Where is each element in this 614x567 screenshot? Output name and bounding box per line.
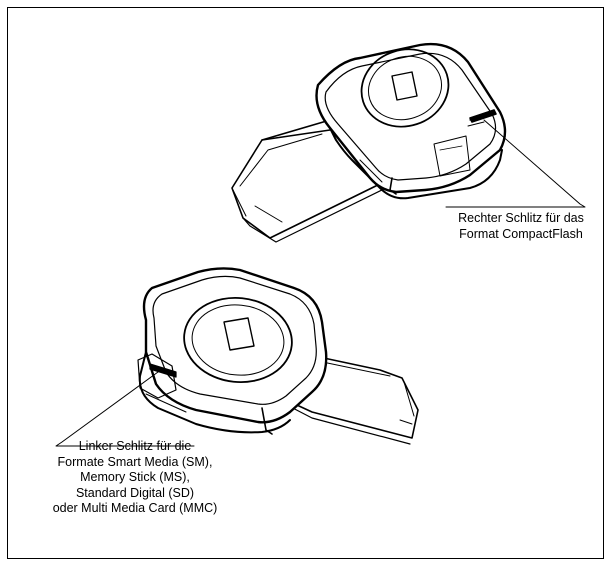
right-slot-callout: Rechter Schlitz für das Format CompactFl… xyxy=(440,211,602,242)
left-slot-callout-line-5: oder Multi Media Card (MMC) xyxy=(52,501,218,515)
printer-bottom xyxy=(55,267,419,447)
cf-slot xyxy=(469,109,497,123)
printer-bottom-body xyxy=(137,267,328,435)
right-slot-leader-line xyxy=(445,119,586,208)
left-slot-leader-line xyxy=(55,371,195,447)
right-slot-callout-line-2: Format CompactFlash xyxy=(459,226,583,241)
left-slot-callout-line-2: Formate Smart Media (SM), xyxy=(57,454,213,469)
left-slot-callout-line-1: Linker Schlitz für die xyxy=(78,439,192,453)
left-slot-callout: Linker Schlitz für die Formate Smart Med… xyxy=(20,439,250,517)
sm-ms-sd-mmc-slot xyxy=(149,363,177,378)
left-slot-callout-line-4: Standard Digital (SD) xyxy=(75,485,195,500)
printer-top-body xyxy=(315,42,507,200)
figure-frame xyxy=(7,7,604,559)
printer-top xyxy=(231,42,586,243)
left-slot-callout-line-3: Memory Stick (MS), xyxy=(80,470,190,484)
right-slot-callout-line-1: Rechter Schlitz für das xyxy=(458,211,584,225)
